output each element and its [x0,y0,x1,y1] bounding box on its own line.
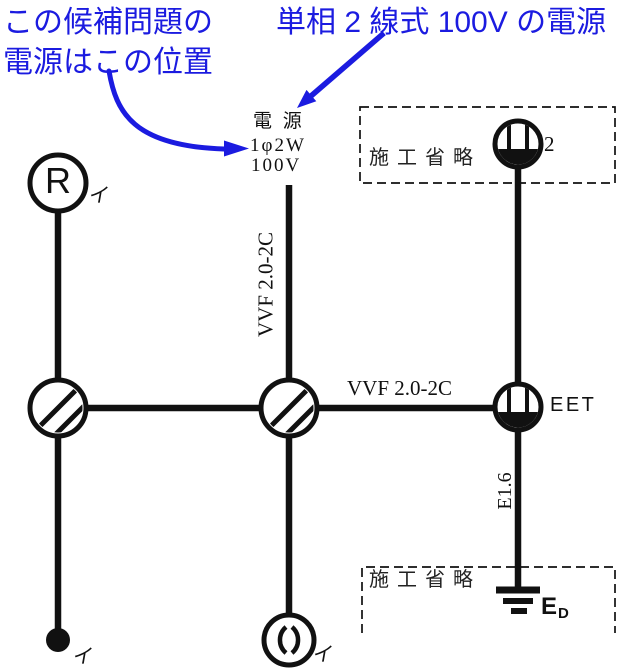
earth-label-main: E [541,593,558,620]
eet-receptacle-icon [492,381,544,433]
branch-cable-label: VVF 2.0-2C [347,376,453,400]
eet-receptacle-label: EET [550,394,597,416]
left-note-line1: この候補問題の [3,6,213,39]
curved-arrow-icon [106,68,249,157]
omission-label-top: 施工省略 [369,147,481,169]
omission-label-bottom: 施工省略 [369,569,481,591]
omission-box-top [359,106,616,184]
double-receptacle-icon [492,118,544,170]
lamp-receptacle-circuit-mark: イ [87,185,111,207]
switch-icon [46,628,70,652]
feeder-cable-label: VVF 2.0-2C [253,232,278,338]
earth-icon [496,586,540,614]
double-receptacle-count: 2 [544,132,555,156]
left-note: この候補問題の 電源はこの位置 [3,3,213,82]
earth-cable-label: E1.6 [494,472,516,510]
lamp-receptacle-letter: R [45,160,71,201]
left-note-line2: 電源はこの位置 [3,45,213,79]
power-source-voltage: 100V [251,155,302,176]
straight-arrow-icon [297,30,386,108]
power-source-title: 電 源 [253,111,305,132]
power-source-spec: 1φ2W [250,135,306,156]
switch-circuit-mark: イ [71,646,95,668]
earth-label: ED [541,593,569,622]
omission-box-bottom [361,566,616,633]
ceiling-rosette-circuit-mark: イ [311,644,335,666]
lamp-receptacle-icon [27,152,89,214]
junction-box-left-icon [27,377,89,439]
right-note: 単相 2 線式 100V の電源 [276,6,607,39]
ceiling-rosette-icon [261,612,317,668]
earth-label-sub: D [558,605,569,622]
junction-box-center-icon [258,377,320,439]
